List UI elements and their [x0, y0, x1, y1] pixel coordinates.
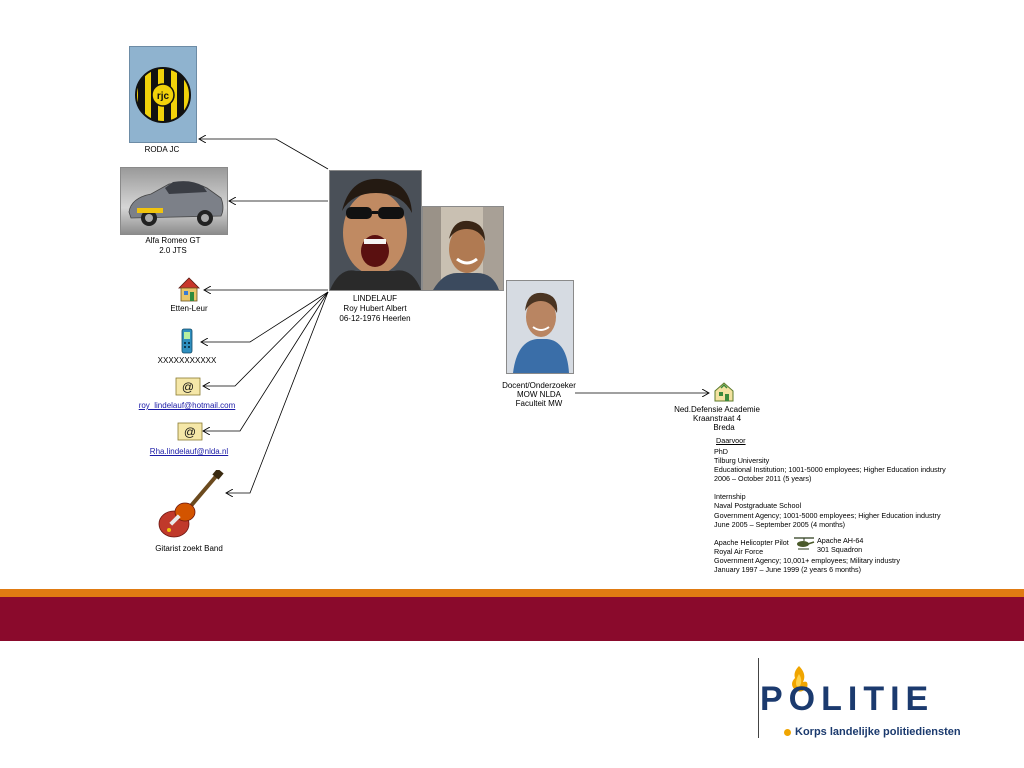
phone-label: XXXXXXXXXXX [157, 356, 217, 365]
svg-text:@: @ [182, 380, 194, 394]
phone-icon [179, 327, 195, 355]
town-label: Etten-Leur [170, 304, 208, 313]
club-label: RODA JC [144, 145, 180, 154]
svg-text:@: @ [184, 425, 196, 439]
apache-model-label: Apache AH-64 [817, 536, 864, 545]
orange-band [0, 589, 1024, 597]
building-icon [713, 381, 735, 403]
institution-label-3: Breda [713, 423, 735, 432]
person-name-label: LINDELAUF [352, 294, 397, 303]
person-fullname-label: Roy Hubert Albert [343, 304, 407, 313]
politie-logo-text: POLITIE [760, 680, 935, 718]
email2-link[interactable]: Rha.lindelauf@nlda.nl [149, 447, 229, 456]
apache-squadron-label: 301 Squadron [817, 545, 863, 554]
email1-link[interactable]: roy_lindelauf@hotmail.com [138, 401, 236, 410]
person-photo-main [329, 170, 422, 291]
helicopter-icon [793, 536, 815, 552]
line-phone [201, 291, 329, 342]
role-label-2: MOW NLDA [517, 390, 561, 399]
politie-logo-subtitle: Korps landelijke politiediensten [795, 726, 961, 738]
car-label-2: 2.0 JTS [159, 246, 187, 255]
line-email1 [203, 291, 329, 386]
email-icon: @ [175, 377, 201, 396]
institution-label-1: Ned.Defensie Academie [674, 405, 760, 414]
person-photo-second [422, 206, 504, 291]
line-guitar [226, 291, 329, 493]
career-entry: Apache Helicopter Pilot Royal Air Force … [714, 537, 900, 575]
email-icon: @ [177, 422, 203, 441]
guitar-icon [154, 468, 224, 542]
role-label-3: Faculteit MW [515, 399, 563, 408]
role-label-1: Docent/Onderzoeker [502, 381, 576, 390]
logo-divider [758, 658, 759, 738]
role-photo [506, 280, 574, 374]
guitar-label: Gitarist zoekt Band [155, 544, 223, 553]
career-entry: Internship Naval Postgraduate School Gov… [714, 492, 941, 529]
car-label-1: Alfa Romeo GT [145, 236, 201, 245]
person-birth-label: 06-12-1976 Heerlen [339, 314, 411, 323]
roda-jc-logo: rjc [129, 46, 197, 143]
institution-label-2: Kraanstraat 4 [692, 414, 742, 423]
career-list: PhD Tilburg University Educational Insti… [714, 447, 946, 574]
career-entry: PhD Tilburg University Educational Insti… [714, 447, 946, 484]
flame-icon [787, 664, 811, 694]
logo-dot [784, 729, 791, 736]
svg-text:rjc: rjc [157, 91, 170, 102]
line-club [199, 139, 329, 170]
car-photo [120, 167, 228, 235]
house-icon [177, 276, 201, 303]
career-heading: Daarvoor [716, 436, 746, 445]
burgundy-band [0, 597, 1024, 641]
line-email2 [203, 291, 329, 431]
